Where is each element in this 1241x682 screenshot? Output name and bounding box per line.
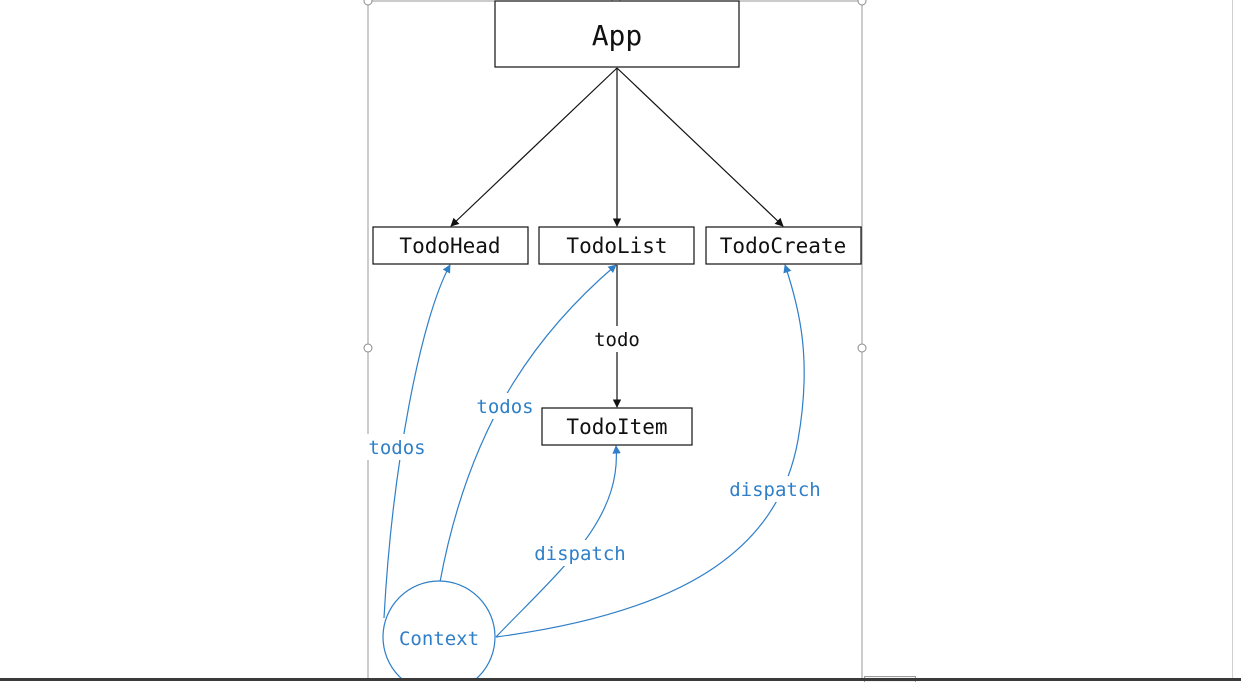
node-todohead[interactable]: TodoHead: [372, 226, 529, 265]
edge-app-to-todocreate: [616, 67, 784, 227]
node-app[interactable]: App: [494, 0, 740, 68]
node-todolist-label: TodoList: [566, 234, 667, 258]
node-todocreate-label: TodoCreate: [720, 234, 846, 258]
edge-label-todos-list: todos: [476, 396, 533, 418]
node-todoitem[interactable]: TodoItem: [541, 407, 693, 446]
resize-handle-middle-right[interactable]: [857, 343, 867, 353]
edge-context-to-todocreate: [495, 264, 805, 638]
node-app-label: App: [592, 19, 643, 52]
node-todoitem-label: TodoItem: [566, 415, 667, 439]
edge-label-todos-head: todos: [368, 437, 425, 459]
node-context[interactable]: Context: [382, 580, 496, 681]
node-context-label: Context: [399, 628, 479, 650]
edge-label-todo: todo: [594, 329, 640, 351]
edge-label-dispatch-create: dispatch: [729, 479, 821, 501]
viewport-right-border: [1232, 0, 1233, 681]
node-todocreate[interactable]: TodoCreate: [705, 226, 862, 265]
resize-handle-top-right[interactable]: [857, 0, 867, 6]
edge-label-dispatch-item: dispatch: [534, 543, 626, 565]
resize-handle-top-left[interactable]: [363, 0, 373, 6]
edge-context-to-todohead: [383, 264, 451, 619]
node-todohead-label: TodoHead: [399, 234, 500, 258]
edge-app-to-todohead: [450, 67, 618, 227]
node-todolist[interactable]: TodoList: [538, 226, 695, 265]
viewport-bottom-border: [0, 678, 1241, 681]
resize-handle-middle-left[interactable]: [363, 343, 373, 353]
edge-context-to-todolist: [439, 264, 617, 583]
